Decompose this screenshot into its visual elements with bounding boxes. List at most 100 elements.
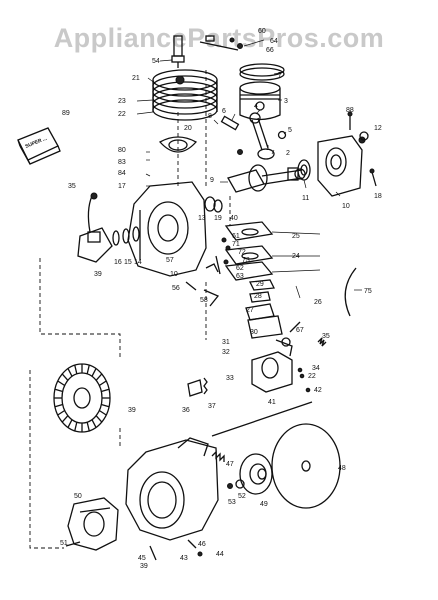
callout-c61: 61 xyxy=(232,233,240,240)
callout-c53: 53 xyxy=(228,499,236,506)
callout-c37: 37 xyxy=(208,403,216,410)
part-reed-plates xyxy=(224,221,274,281)
part-connecting-rod xyxy=(220,112,287,160)
part-wire-35 xyxy=(90,192,98,200)
part-brackets-36-37 xyxy=(187,377,208,397)
part-flywheel-39 xyxy=(53,363,111,433)
callout-c48: 48 xyxy=(338,465,346,472)
callout-c88: 88 xyxy=(346,107,354,114)
callout-c19: 19 xyxy=(214,215,222,222)
callout-c3: 3 xyxy=(284,98,288,105)
callout-c8: 8 xyxy=(208,113,212,120)
callout-c32: 32 xyxy=(222,349,230,356)
callout-c9: 9 xyxy=(210,177,214,184)
part-washers-14-16 xyxy=(112,226,140,246)
part-linkage-56-58 xyxy=(185,281,220,307)
callout-labels: 1234567891010111213141516171819202122222… xyxy=(60,28,382,570)
callout-c28: 28 xyxy=(254,293,262,300)
callout-c84: 84 xyxy=(118,170,126,177)
part-disc-48 xyxy=(271,423,341,509)
callout-c39: 39 xyxy=(94,271,102,278)
callout-c39c: 39 xyxy=(140,563,148,570)
callout-c7: 7 xyxy=(278,72,282,79)
callout-c73: 73 xyxy=(242,257,250,264)
callout-c18: 18 xyxy=(374,193,382,200)
callout-c35: 35 xyxy=(68,183,76,190)
callout-c67: 67 xyxy=(296,327,304,334)
callout-c22b: 22 xyxy=(308,373,316,380)
part-end-cover-50 xyxy=(67,497,119,551)
callout-c10: 10 xyxy=(170,271,178,278)
callout-c58: 58 xyxy=(200,297,208,304)
part-rod-41 xyxy=(211,401,313,437)
callout-c43: 43 xyxy=(180,555,188,562)
leader-lines xyxy=(136,39,362,299)
part-cylinder-21 xyxy=(152,69,218,121)
watermark-text: AppliancePartsPros.com xyxy=(54,23,385,53)
callout-c26: 26 xyxy=(314,299,322,306)
callout-c60: 60 xyxy=(258,28,266,35)
part-screws-34-42 xyxy=(297,367,311,393)
callout-c40: 40 xyxy=(230,215,238,222)
callout-c15: 15 xyxy=(124,259,132,266)
callout-c46: 46 xyxy=(198,541,206,548)
box-label: SUPER ... xyxy=(25,136,49,150)
part-piston-3 xyxy=(239,81,281,121)
callout-c35b: 35 xyxy=(322,333,330,340)
callout-c66: 66 xyxy=(266,47,274,54)
callout-c5: 5 xyxy=(288,127,292,134)
callout-c54: 54 xyxy=(152,58,160,65)
callout-c75: 75 xyxy=(364,288,372,295)
part-spring-75 xyxy=(344,267,357,317)
callout-c80: 80 xyxy=(118,147,126,154)
part-screw-51 xyxy=(65,541,81,547)
callout-c83: 83 xyxy=(118,159,126,166)
callout-c57: 57 xyxy=(166,257,174,264)
callout-c39b: 39 xyxy=(128,407,136,414)
callout-c64: 64 xyxy=(270,38,278,45)
callout-c25: 25 xyxy=(292,233,300,240)
callout-c11: 11 xyxy=(302,195,309,202)
callout-c51: 51 xyxy=(60,540,68,547)
callout-c21: 21 xyxy=(132,75,140,82)
callout-c42: 42 xyxy=(314,387,322,394)
callout-c24: 24 xyxy=(292,253,300,260)
callout-c17: 17 xyxy=(118,183,126,190)
callout-c33: 33 xyxy=(226,375,234,382)
part-small-bottom xyxy=(149,539,203,561)
callout-c29: 29 xyxy=(256,281,264,288)
callout-c34: 34 xyxy=(312,365,320,372)
part-crankcase-17 xyxy=(127,181,207,277)
callout-c4: 4 xyxy=(254,103,258,110)
part-small-fittings xyxy=(205,237,231,275)
callout-c56: 56 xyxy=(172,285,180,292)
part-nut-52-53 xyxy=(227,479,245,489)
part-pulley-49 xyxy=(239,453,273,495)
callout-c63: 63 xyxy=(236,273,244,280)
callout-c52: 52 xyxy=(238,493,246,500)
part-crankcase-cover-10 xyxy=(317,135,366,197)
part-fasteners-top xyxy=(199,35,243,51)
callout-c10b: 10 xyxy=(342,203,350,210)
callout-c89: 89 xyxy=(62,110,70,117)
callout-c2: 2 xyxy=(286,150,290,157)
callout-c36: 36 xyxy=(182,407,190,414)
part-crankshaft-9 xyxy=(227,164,306,193)
part-ignition-coil-39 xyxy=(77,195,113,263)
callout-c22: 22 xyxy=(118,111,126,118)
callout-c50: 50 xyxy=(74,493,82,500)
assembly-dashed-lines xyxy=(29,70,231,549)
callout-c23: 23 xyxy=(118,98,126,105)
callout-c45: 45 xyxy=(138,555,146,562)
part-carburetor-33 xyxy=(251,337,293,393)
callout-c72: 72 xyxy=(238,249,246,256)
callout-c6: 6 xyxy=(222,108,226,115)
callout-c16: 16 xyxy=(114,259,122,266)
part-blower-housing-43 xyxy=(125,437,219,541)
callout-c12: 12 xyxy=(374,125,382,132)
part-screw-88 xyxy=(347,111,353,130)
callout-c71: 71 xyxy=(232,241,240,248)
callout-c44: 44 xyxy=(216,551,224,558)
part-spark-plug-54 xyxy=(171,35,185,68)
part-spring-47 xyxy=(211,450,225,462)
